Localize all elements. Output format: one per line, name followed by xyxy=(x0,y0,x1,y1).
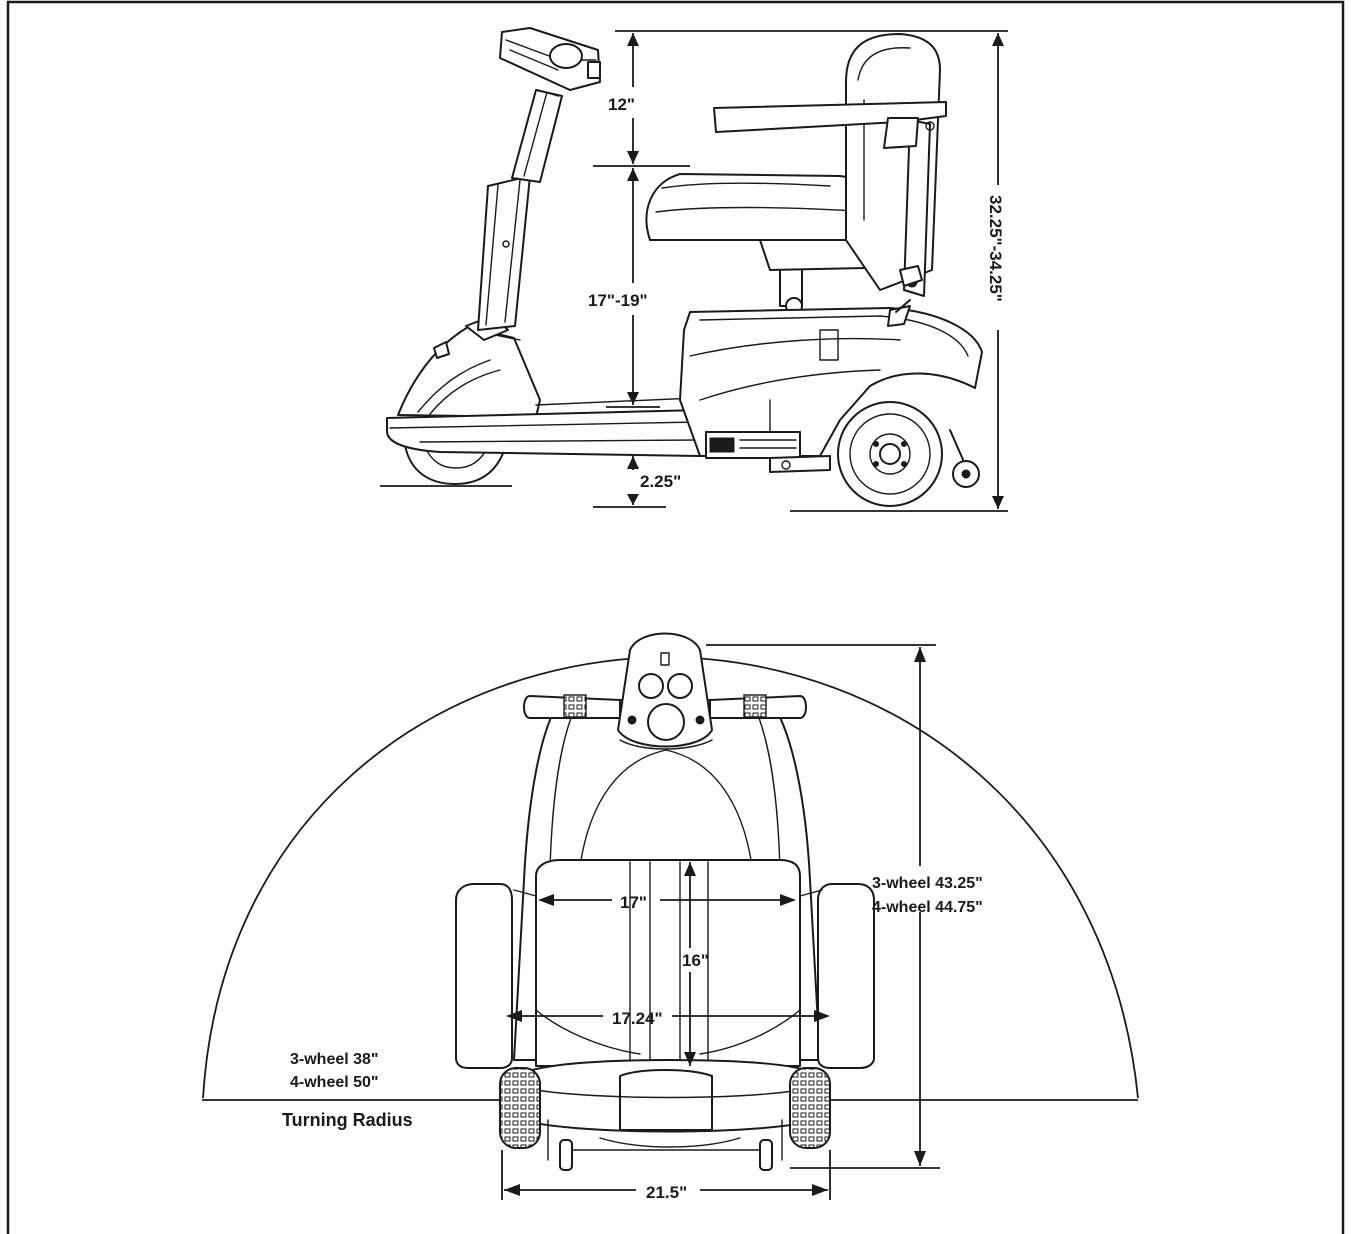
tiller-head xyxy=(499,27,601,91)
front-wheel-side xyxy=(404,444,507,485)
dim-armrest-width: 17.24" xyxy=(612,1009,663,1028)
battery-housing xyxy=(705,431,831,473)
seat-top xyxy=(513,859,823,1133)
dim-ground-clearance: 2.25" xyxy=(640,472,681,491)
backrest xyxy=(845,33,941,297)
floor-platform xyxy=(386,409,701,457)
armrests-top xyxy=(455,883,875,1069)
armrest xyxy=(713,101,947,149)
dim-seat-height: 17"-19" xyxy=(588,291,648,310)
side-view: 12" 17"-19" 2.25" 32.25"-34.25" xyxy=(380,27,1008,512)
front-shroud xyxy=(397,326,541,418)
tiller-console xyxy=(617,632,713,750)
dim-radius-3wheel: 3-wheel 38" xyxy=(290,1051,379,1068)
dim-seat-width: 17" xyxy=(620,893,647,912)
dim-backrest-height: 12" xyxy=(608,95,635,114)
dim-seat-depth: 16" xyxy=(682,951,709,970)
dim-radius-4wheel: 4-wheel 50" xyxy=(290,1074,379,1091)
rear-shroud xyxy=(679,299,983,457)
top-dimension-lines xyxy=(501,644,940,1200)
page-border xyxy=(6,0,1345,1234)
dim-overall-width: 21.5" xyxy=(646,1183,687,1202)
turning-radius-label: Turning Radius xyxy=(282,1110,413,1130)
side-dimension-lines xyxy=(380,30,1008,512)
anti-tip-wheel xyxy=(949,429,980,488)
top-view: 17" 16" 17.24" 21.5" 3-wheel 43.25" 4-wh… xyxy=(202,632,1139,1202)
dim-length-3wheel: 3-wheel 43.25" xyxy=(872,875,983,892)
dim-overall-height: 32.25"-34.25" xyxy=(986,195,1005,302)
tiller-column xyxy=(465,89,563,341)
dim-length-4wheel: 4-wheel 44.75" xyxy=(872,899,983,916)
handlebar xyxy=(523,694,807,719)
seat-post xyxy=(759,235,865,315)
rear-wheel-side xyxy=(837,401,943,507)
rear-wheels-top xyxy=(499,1067,831,1171)
